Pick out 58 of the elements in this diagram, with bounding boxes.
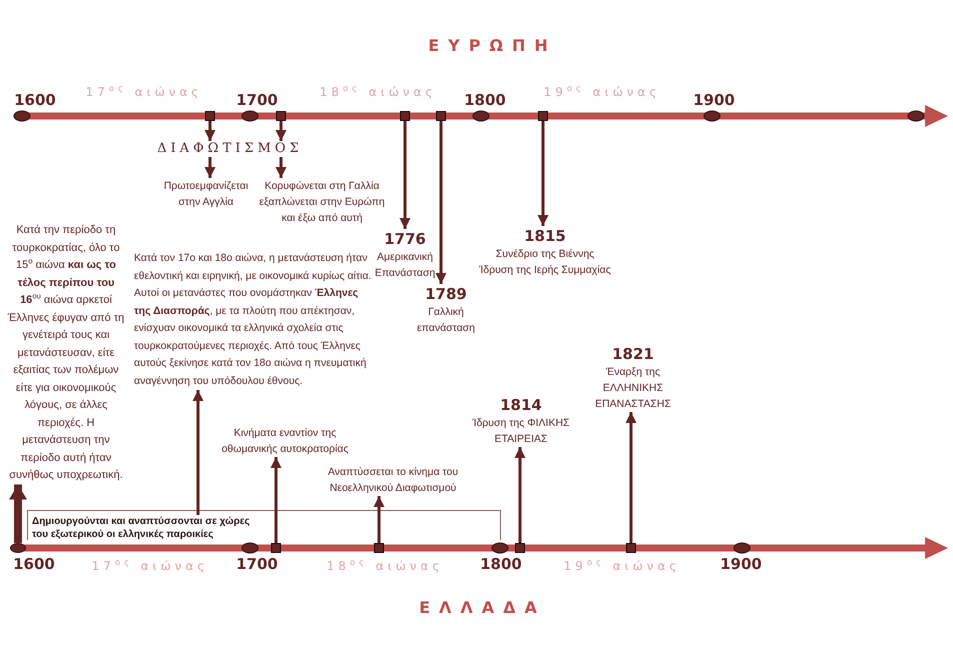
arrow [192, 390, 204, 515]
year-label: 1600 [13, 555, 55, 573]
square-marker-icon [400, 111, 410, 121]
year-label: 1900 [693, 91, 735, 109]
event-description: Αμερικανική Επανάσταση [374, 250, 436, 281]
year-label: 1700 [236, 555, 278, 573]
event-description: Ίδρυση της ΦΙΛΙΚΗΣ ΕΤΑΙΡΕΙΑΣ [471, 416, 571, 447]
century-label: 19$^{ος}$ αιώνας [542, 84, 660, 100]
arrow [538, 121, 548, 226]
event-note: Κορυφώνεται στη Γαλλία εξαπλώνεται στην Ευρώπη και έξω από αυτή [255, 178, 389, 226]
square-marker-icon [538, 111, 548, 121]
event-description: Ίδρυση της Ιερής Συμμαχίας [479, 263, 611, 278]
event-note: Κινήματα εναντίον της οθωμανικής αυτοκρατορίας [218, 425, 352, 457]
arrow [626, 412, 636, 543]
square-marker-icon [436, 111, 446, 121]
event-year: 1789 [425, 284, 467, 304]
year-label: 1800 [480, 555, 522, 573]
square-marker-icon [515, 543, 525, 553]
event-description: Συνέδριο της Βιέννης [496, 247, 594, 262]
year-label: 1800 [464, 91, 506, 109]
timeline-dot-icon [10, 543, 26, 553]
arrow [276, 121, 286, 141]
region-heading: ΕΥΡΩΠΗ [427, 36, 557, 55]
info-paragraph: Κατά την περίοδο τη τουρκοκρατίας, όλο το 15$^{ο}$ αιώνα και ως το τέλος περίπου του 16$^{ου}$ αιώνα αρκετοί Έλληνες έφυγαν από τη γενέτειρά τους και μετανάστευσαν, είτε εξαιτίας των πολέμων είτε για οικονομικούς λόγους, σε άλλες περιοχές. Η μετανάστευση την περίοδο αυτή ήταν συνήθως υποχρεωτική. [6, 222, 126, 484]
arrow [374, 496, 384, 543]
arrow [270, 457, 282, 543]
year-label: 1900 [720, 555, 762, 573]
century-label: 18$^{ος}$ αιώνας [318, 84, 436, 100]
arrow [276, 157, 286, 178]
arrow [400, 121, 410, 229]
event-description: Γαλλική επανάσταση [416, 305, 476, 336]
region-heading: ΕΛΛΑΔΑ [418, 598, 546, 617]
century-label: 19$^{ος}$ αιώνας [562, 558, 680, 574]
arrow [204, 121, 216, 141]
event-description: Έναρξη της ΕΛΛΗΝΙΚΗΣ ΕΠΑΝΑΣΤΑΣΗΣ [594, 365, 672, 412]
square-marker-icon [626, 543, 636, 553]
arrow [436, 121, 446, 284]
event-year: 1815 [524, 226, 566, 246]
period-note: Δημιουργούνται και αναπτύσσονται σε χώρες του εξωτερικού οι ελληνικές παροικίες [32, 515, 268, 541]
century-label: 17$^{ος}$ αιώνας [90, 558, 208, 574]
square-marker-icon [205, 111, 215, 121]
century-label: 18$^{ος}$ αιώνας [326, 558, 444, 574]
info-paragraph: Κατά τον 17ο και 18ο αιώνα, η μετανάστευση ήταν εθελοντική και ειρηνική, με οικονομικά κυρίως αίτια. Αυτοί οι μετανάστες που ονομάστηκαν Έλληνες της Διασποράς, με τα πλούτη που απέκτησαν, ενίσχυαν οικονομικά τα ελληνικά σχολεία στις τουρκοκρατούμενες περιοχές. Από τους Έλληνες αυτούς ξεκίνησε κατά τον 18ο αιώνα η πνευματική αναγέννηση του υπόδουλου έθνους. [134, 250, 376, 390]
square-marker-icon [276, 111, 286, 121]
event-year: 1776 [384, 229, 426, 249]
year-label: 1600 [14, 91, 56, 109]
arrow [204, 157, 216, 178]
event-year: 1821 [612, 344, 654, 364]
event-year: 1814 [500, 395, 542, 415]
period-heading: ΔΙΑΦΩΤΙΣΜΟΣ [153, 141, 303, 157]
event-note: Αναπτύσσεται το κίνημα του Νεοελληνικού Διαφωτισμού [318, 464, 468, 496]
arrow [514, 447, 526, 543]
square-marker-icon [271, 543, 281, 553]
thick-arrow [10, 484, 26, 543]
year-label: 1700 [236, 91, 278, 109]
event-note: Πρωτοεμφανίζεται στην Αγγλία [158, 178, 254, 210]
century-label: 17$^{ος}$ αιώνας [84, 84, 202, 100]
square-marker-icon [374, 543, 384, 553]
